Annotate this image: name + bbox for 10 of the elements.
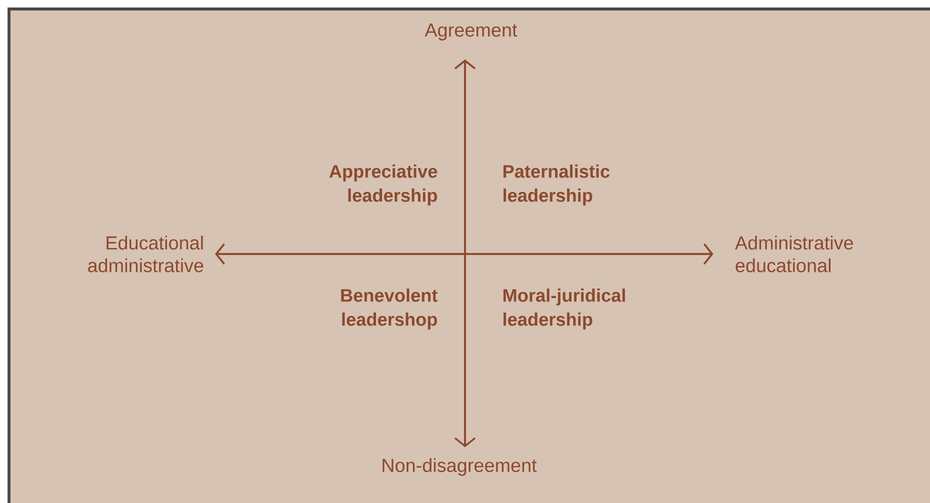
quadrant-label: Paternalistic leadership <box>504 164 610 206</box>
arrow <box>215 243 714 265</box>
axis-label: Agreement <box>424 24 518 40</box>
quadrant-label: Moral-juridical leadership <box>504 288 625 330</box>
axis-label: Non-disagreement <box>382 458 537 476</box>
quadrant-label: Appreciative leadership <box>329 164 438 206</box>
arrow <box>454 59 476 448</box>
axis-label: Administrative educational <box>735 236 853 272</box>
quadrant-label: Benevolent leadershop <box>341 288 438 330</box>
axis-label: Educational administrative <box>88 236 204 272</box>
